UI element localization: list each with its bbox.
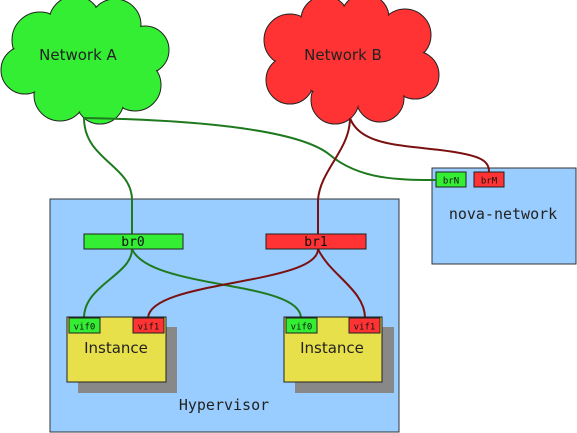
- instance-2-vif0-label: vif0: [291, 323, 313, 333]
- hypervisor-label: Hypervisor: [179, 396, 269, 414]
- nova-network-label: nova-network: [449, 205, 557, 223]
- bridge-br1-label: br1: [304, 235, 327, 250]
- bridge-br0-label: br0: [121, 235, 144, 250]
- port-brN-label: brN: [443, 177, 459, 187]
- network-b-cloud: Network B: [263, 0, 440, 125]
- bridge-br1: br1: [265, 233, 367, 250]
- instance-2-label: Instance: [300, 339, 364, 357]
- link-br1-instance2-vif1: [317, 248, 366, 319]
- nova-network-box: brN brM nova-network: [431, 167, 577, 265]
- instance-2-vif1-label: vif1: [354, 323, 376, 333]
- instance-2-vif0: [285, 317, 318, 334]
- instance-1: vif0 vif1 Instance: [66, 316, 177, 393]
- link-network-b-br1: [317, 117, 351, 234]
- instance-2: vif0 vif1 Instance: [283, 316, 394, 393]
- instance-2-vif1: [348, 317, 381, 334]
- instance-1-vif1: [132, 317, 165, 334]
- instance-1-vif0-label: vif0: [74, 323, 96, 333]
- link-network-b-brM: [349, 117, 490, 173]
- network-a-cloud: Network A: [0, 0, 170, 125]
- link-br1-instance1-vif1: [147, 248, 319, 319]
- link-network-a-brN: [83, 117, 437, 181]
- port-brM-label: brM: [481, 177, 498, 187]
- network-b-label: Network B: [304, 46, 382, 64]
- instance-1-vif0: [68, 317, 101, 334]
- instance-1-label: Instance: [84, 339, 148, 357]
- network-a-label: Network A: [39, 46, 117, 64]
- link-network-a-br0: [83, 117, 133, 234]
- bridge-br0: br0: [83, 233, 184, 250]
- instance-1-vif1-label: vif1: [138, 323, 160, 333]
- link-br0-instance1-vif0: [83, 248, 133, 319]
- links: [83, 117, 490, 319]
